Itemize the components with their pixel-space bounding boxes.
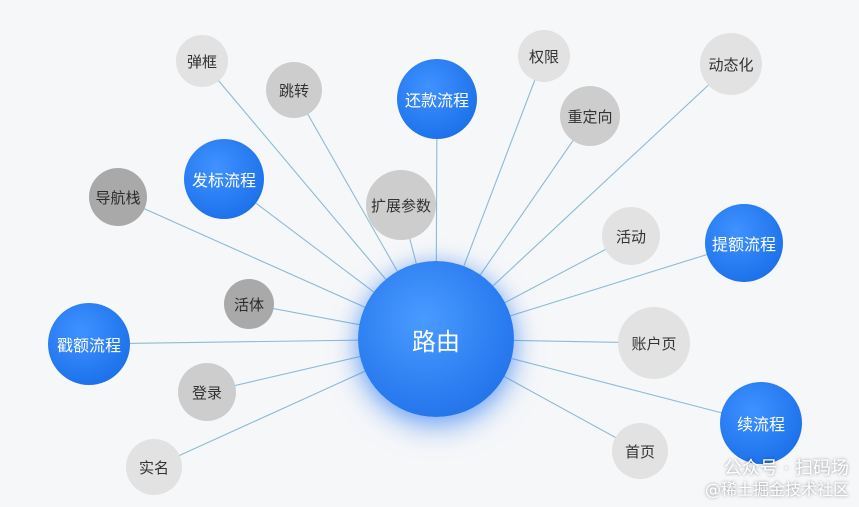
node-redirect: 重定向 xyxy=(560,86,620,146)
node-popup: 弹框 xyxy=(176,35,228,87)
node-label: 导航栈 xyxy=(95,188,141,207)
node-real-name: 实名 xyxy=(126,439,182,495)
node-activity: 活动 xyxy=(602,207,660,265)
node-continue-flow: 续流程 xyxy=(720,382,802,464)
node-label: 弹框 xyxy=(186,52,217,71)
node-label: 还款流程 xyxy=(404,91,469,110)
node-label: 重定向 xyxy=(567,107,613,126)
node-label: 扩展参数 xyxy=(370,196,431,215)
node-label: 首页 xyxy=(624,442,655,461)
watermark-line-2: @稀土掘金技术社区 xyxy=(704,480,849,499)
node-repayment-flow: 还款流程 xyxy=(397,59,477,139)
node-label: 活体 xyxy=(233,295,264,314)
node-login: 登录 xyxy=(178,363,236,421)
node-home: 首页 xyxy=(612,423,668,479)
node-jump: 跳转 xyxy=(266,62,322,118)
node-label: 账户页 xyxy=(631,334,677,353)
node-nav-stack: 导航栈 xyxy=(89,168,147,226)
node-dynamic: 动态化 xyxy=(700,33,762,95)
node-account-page: 账户页 xyxy=(618,307,690,379)
watermark-line-1: 公众号 · 扫码场 xyxy=(723,458,849,479)
node-label: 发标流程 xyxy=(191,171,256,190)
center-node-route: 路由 xyxy=(358,261,514,417)
node-permission: 权限 xyxy=(518,30,570,82)
node-label: 戳额流程 xyxy=(56,336,121,355)
node-label: 实名 xyxy=(138,458,169,477)
node-label: 动态化 xyxy=(708,55,754,74)
node-label: 活动 xyxy=(615,227,646,246)
node-label: 登录 xyxy=(191,383,222,402)
center-node-label: 路由 xyxy=(412,327,460,356)
node-credit-increase-flow: 提额流程 xyxy=(705,204,783,282)
node-credit-limit-flow: 戳额流程 xyxy=(48,303,130,385)
node-liveness: 活体 xyxy=(224,279,274,329)
node-label: 续流程 xyxy=(736,415,785,434)
node-label: 跳转 xyxy=(278,81,309,100)
node-label: 权限 xyxy=(528,47,559,66)
node-ext-params: 扩展参数 xyxy=(366,170,436,240)
node-label: 提额流程 xyxy=(711,235,776,254)
node-bid-flow: 发标流程 xyxy=(184,139,264,219)
